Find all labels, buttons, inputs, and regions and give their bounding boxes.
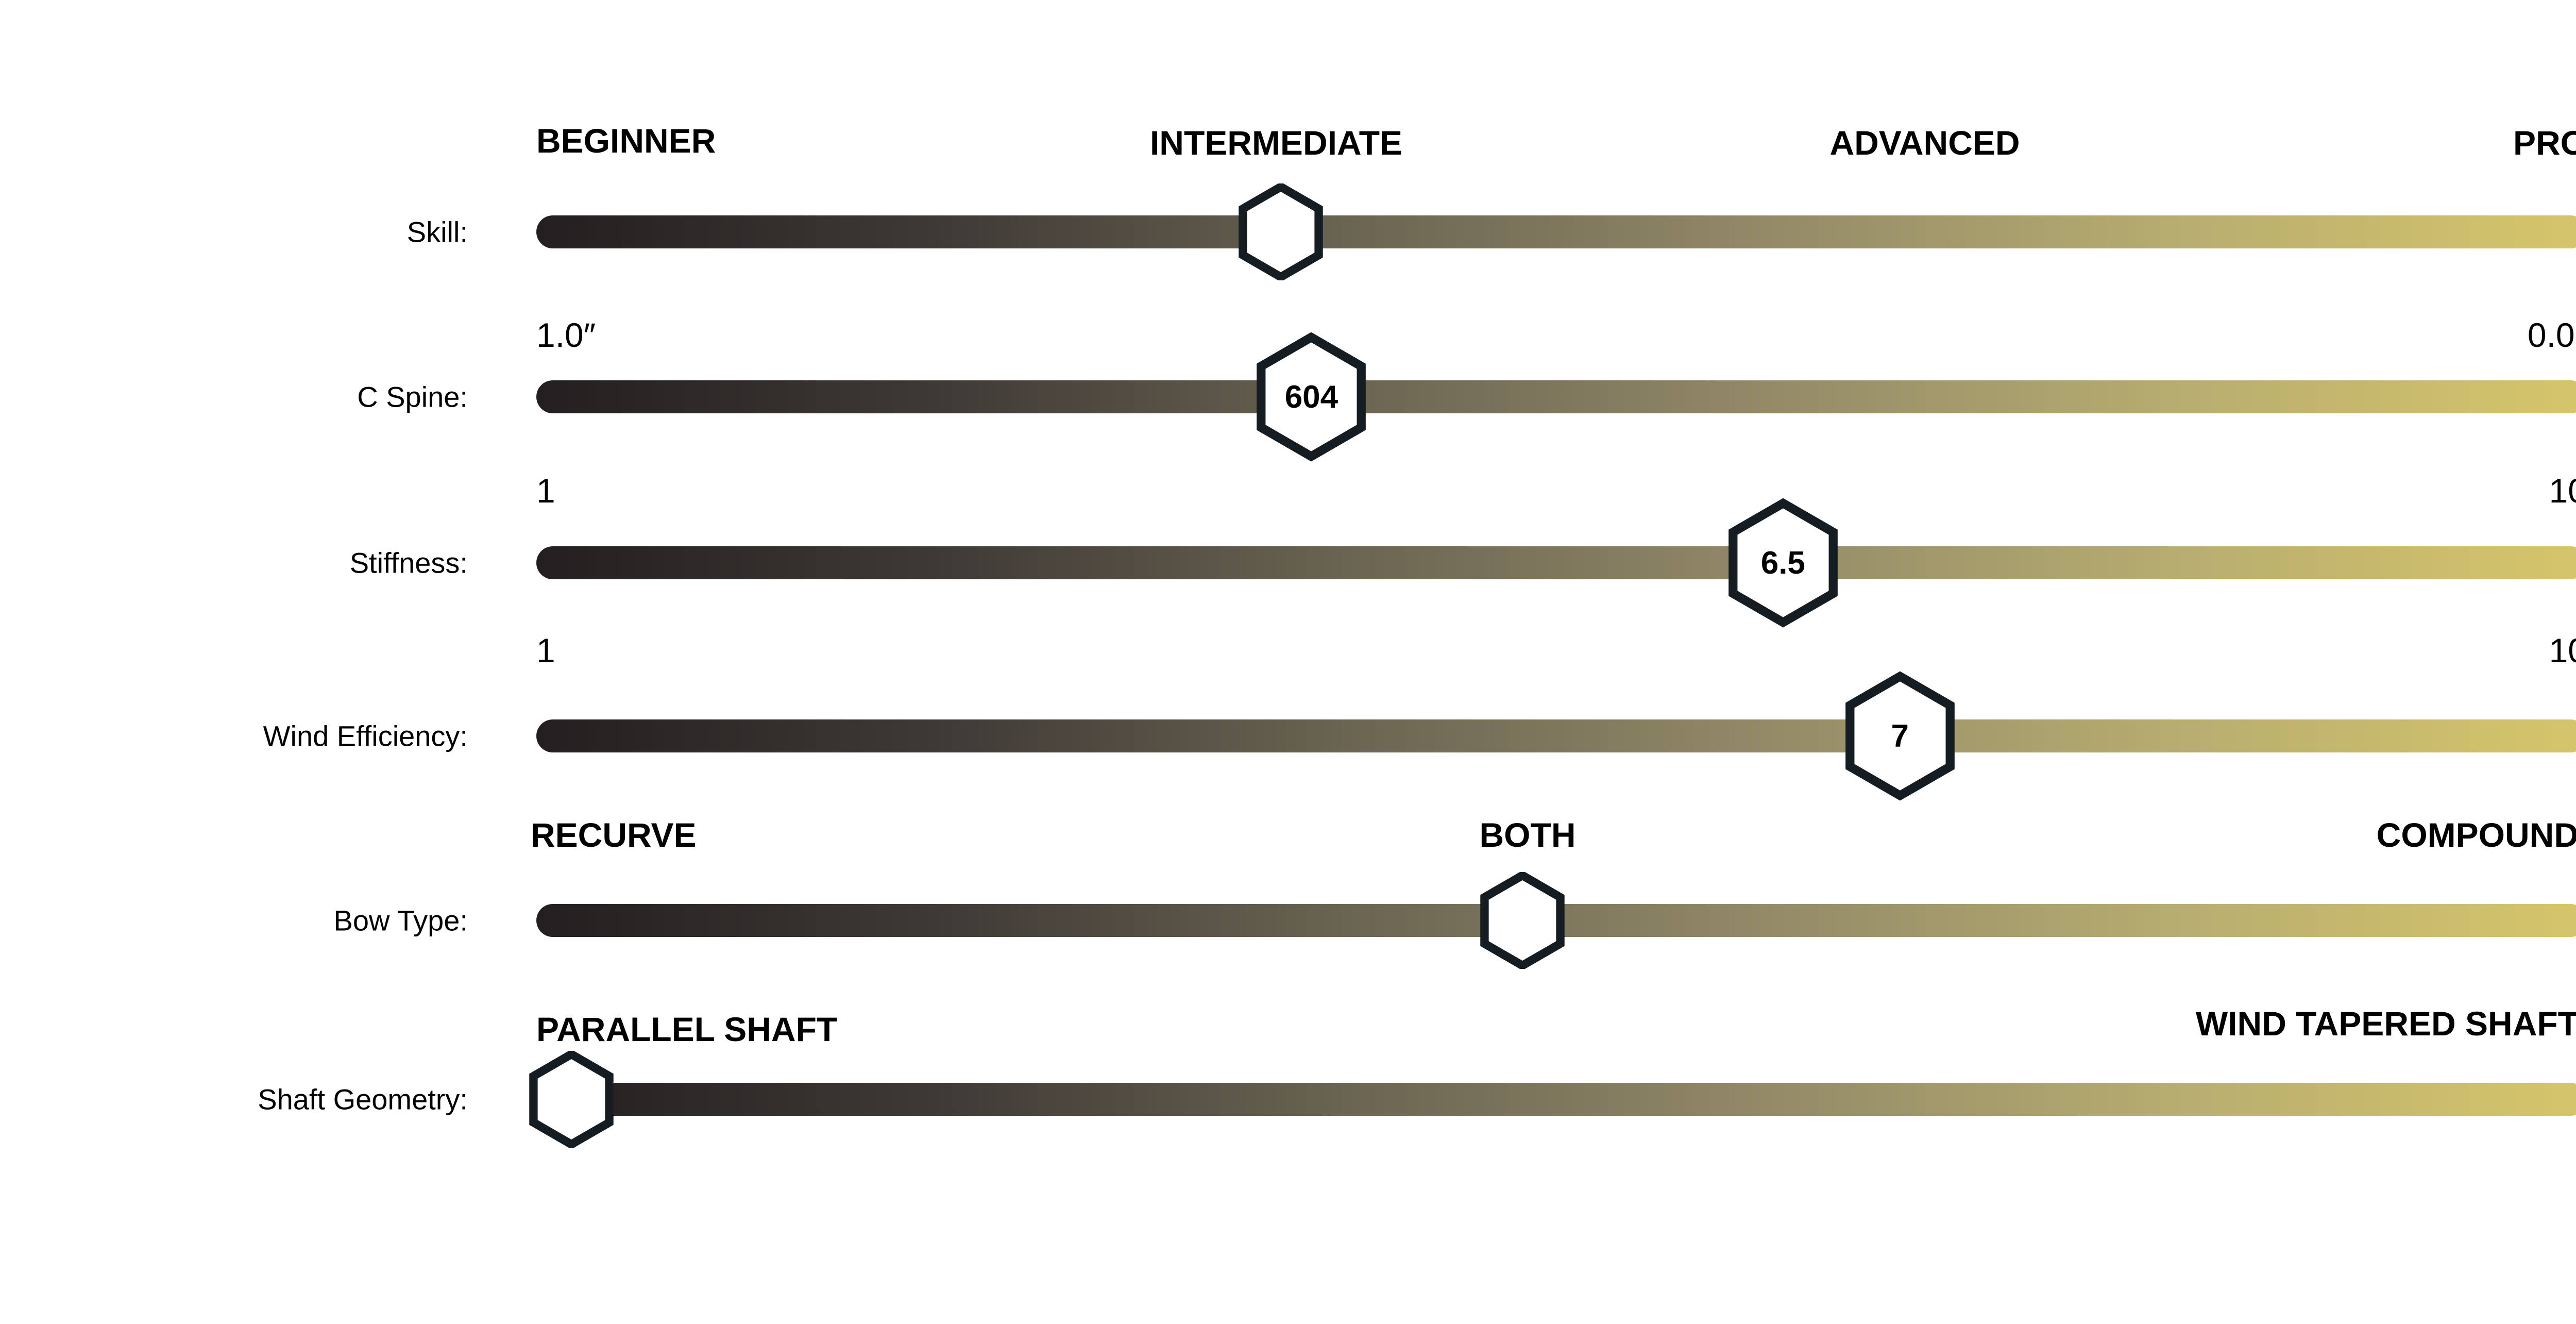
shaft-scale-parallel: PARALLEL SHAFT [536, 1010, 838, 1048]
wind-efficiency-slider-track[interactable] [536, 719, 2576, 752]
cspine-slider-thumb[interactable]: 604 [1256, 332, 1367, 462]
hexagon-icon [1480, 872, 1565, 969]
hexagon-icon [1728, 498, 1838, 628]
wind-scale-max: 10 [2549, 631, 2576, 669]
bowtype-slider-thumb[interactable] [1480, 872, 1565, 969]
hexagon-icon [1238, 183, 1323, 280]
skill-scale-intermediate: INTERMEDIATE [1149, 124, 1403, 162]
stiffness-slider-thumb[interactable]: 6.5 [1727, 498, 1839, 628]
skill-scale-beginner: BEGINNER [536, 122, 716, 160]
stiffness-value: 6.5 [1760, 545, 1805, 581]
hexagon-icon [1845, 671, 1955, 801]
bowtype-label: Bow Type: [333, 904, 468, 937]
cspine-scale-max: 0.0″ [2527, 316, 2576, 354]
skill-slider-thumb[interactable] [1238, 183, 1323, 280]
shaft-geometry-label: Shaft Geometry: [258, 1083, 468, 1116]
stiffness-scale-max: 10 [2549, 472, 2576, 510]
skill-scale-pro: PRO [2513, 124, 2576, 162]
cspine-slider-track[interactable] [536, 380, 2576, 413]
skill-slider-track[interactable] [536, 215, 2576, 248]
hexagon-icon [1257, 332, 1366, 462]
wind-efficiency-value: 7 [1891, 718, 1909, 754]
wind-efficiency-slider-thumb[interactable]: 7 [1844, 671, 1956, 801]
cspine-scale-min: 1.0″ [536, 316, 596, 354]
stiffness-scale-min: 1 [536, 472, 555, 510]
wind-scale-min: 1 [536, 631, 555, 669]
shaft-geometry-slider-thumb[interactable] [529, 1051, 614, 1148]
shaft-scale-wind-tapered: WIND TAPERED SHAFT [2195, 1004, 2576, 1043]
shaft-geometry-slider-track[interactable] [536, 1083, 2576, 1116]
hexagon-icon [529, 1051, 614, 1148]
stiffness-label: Stiffness: [349, 546, 468, 579]
skill-scale-advanced: ADVANCED [1829, 124, 2020, 162]
bowtype-scale-recurve: RECURVE [531, 816, 697, 854]
bowtype-scale-compound: COMPOUND [2376, 816, 2576, 854]
skill-label: Skill: [406, 215, 468, 248]
cspine-value: 604 [1284, 379, 1338, 415]
bowtype-scale-both: BOTH [1479, 816, 1576, 854]
wind-efficiency-label: Wind Efficiency: [263, 719, 468, 752]
cspine-label: C Spine: [357, 380, 468, 413]
stiffness-slider-track[interactable] [536, 546, 2576, 579]
